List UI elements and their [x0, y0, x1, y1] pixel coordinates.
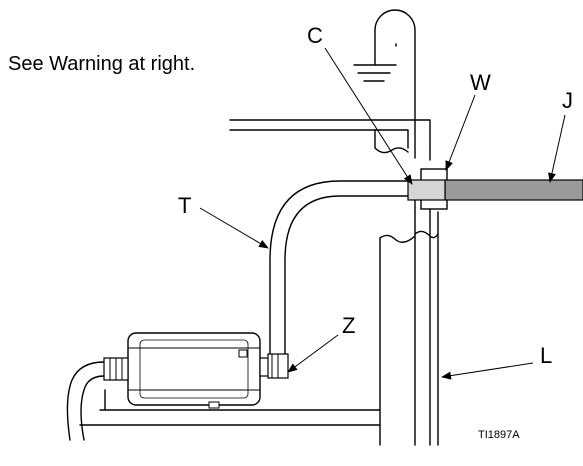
callout-t: T	[178, 193, 269, 249]
callout-j: J	[548, 88, 573, 183]
label-j: J	[562, 88, 573, 113]
floor-base	[79, 389, 381, 426]
ground-rod	[353, 9, 416, 123]
electrical-box	[127, 332, 261, 409]
label-w: W	[470, 70, 491, 95]
callout-c: C	[307, 23, 413, 185]
label-z: Z	[342, 313, 355, 338]
warning-note: See Warning at right.	[8, 53, 195, 75]
callout-z: Z	[287, 313, 355, 373]
label-t: T	[178, 193, 191, 218]
cable-connector	[103, 357, 129, 381]
label-c: C	[307, 23, 323, 48]
figure-id: TI1897A	[478, 429, 520, 441]
tank-lid	[229, 119, 431, 161]
tank-wall	[379, 199, 439, 446]
connector-z	[259, 353, 289, 379]
pipe-j	[444, 179, 583, 201]
callout-w: W	[445, 70, 491, 171]
label-l: L	[540, 343, 552, 368]
callout-l: L	[441, 343, 552, 380]
power-cable	[66, 361, 105, 441]
fitting-c	[407, 179, 446, 201]
tube-t	[269, 180, 409, 361]
